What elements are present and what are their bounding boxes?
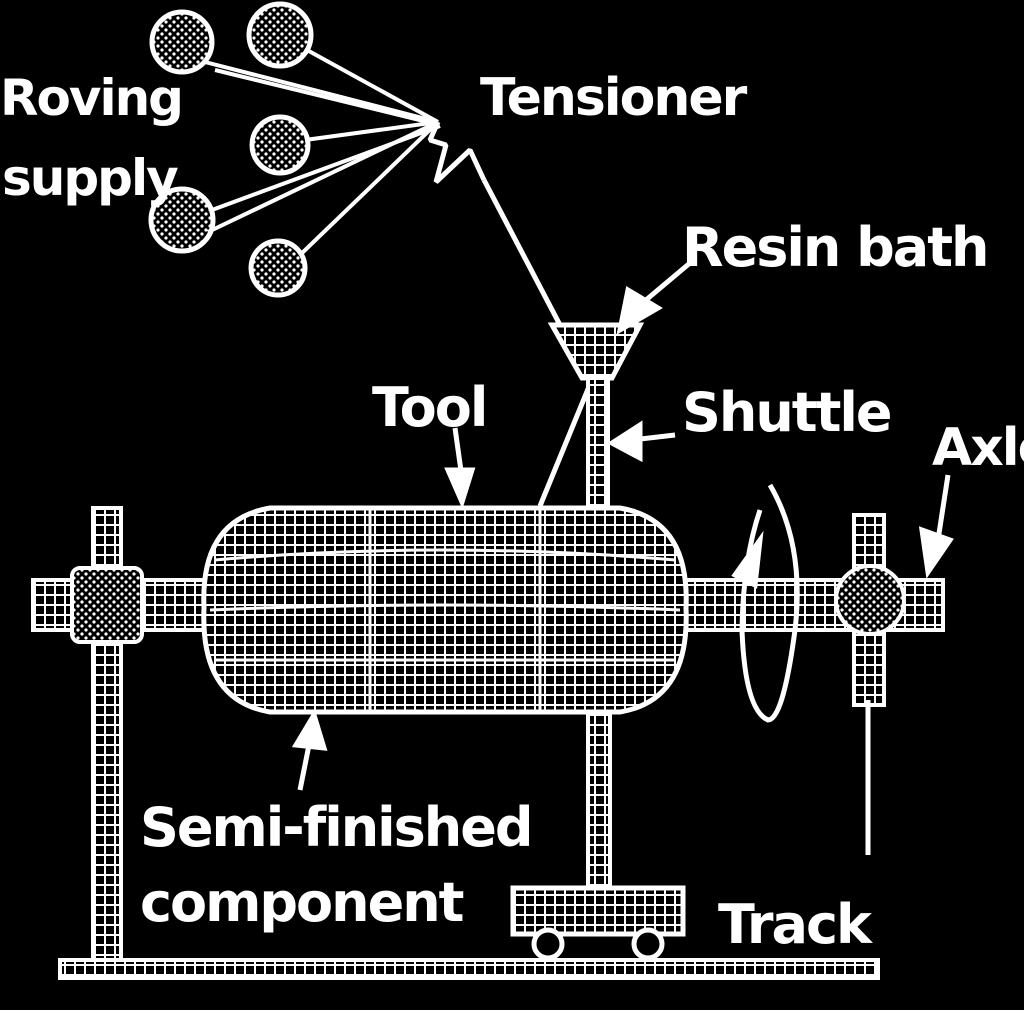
label-track: Track [718, 893, 872, 956]
spool-2 [246, 1, 314, 69]
right-hub [834, 564, 906, 636]
label-resin-bath: Resin bath [682, 216, 989, 279]
roving-spools [148, 1, 314, 298]
tool-bands [209, 510, 681, 710]
label-semi-finished-line1: Semi-finished [140, 796, 534, 859]
fibre-strands [204, 48, 441, 257]
label-tensioner: Tensioner [480, 68, 747, 128]
label-semi-finished-line2: component [140, 871, 464, 934]
label-roving-supply-line1: Roving [0, 69, 184, 127]
resin-bath [547, 322, 645, 381]
label-shuttle: Shuttle [682, 381, 893, 444]
label-tool: Tool [372, 376, 488, 439]
left-nut [70, 566, 144, 644]
label-axle: Axle [932, 418, 1024, 478]
label-roving-supply-line2: supply [2, 149, 179, 207]
carriage [510, 885, 686, 937]
pointer-arrows [291, 261, 954, 791]
spool-3 [249, 114, 311, 176]
base-bar [58, 958, 880, 980]
shuttle [586, 376, 610, 510]
wheel-right [631, 927, 665, 961]
wheel-left [531, 927, 565, 961]
shuttle-post [586, 710, 612, 894]
spool-4 [148, 186, 216, 254]
spool-5 [248, 238, 308, 298]
tensioner-path [427, 120, 598, 507]
tool-mandrel [201, 505, 689, 715]
spool-1 [149, 9, 215, 75]
rotation-arrow [731, 483, 800, 723]
